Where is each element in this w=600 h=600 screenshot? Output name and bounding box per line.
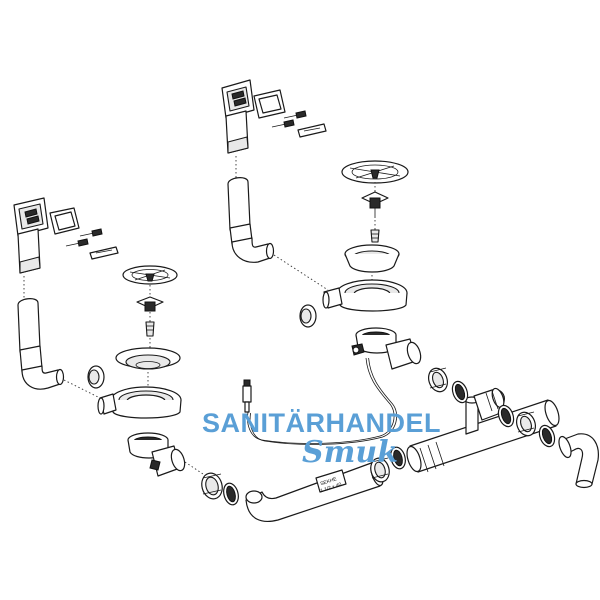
watermark-line2: Smuk <box>302 435 398 470</box>
left-nut-and-washer <box>201 472 239 506</box>
end-elbow <box>558 433 599 489</box>
right-overflow-assembly <box>221 79 329 291</box>
right-fittings <box>427 367 556 448</box>
pipe-label-line1: SEKHE <box>320 476 339 487</box>
left-sink-outlet <box>87 365 204 477</box>
tee-junction <box>464 387 505 435</box>
main-elbow-pipe: SEKHE 1 1/2 x 40 <box>245 461 384 522</box>
watermark-line1: SANITÄRHANDEL <box>202 408 441 438</box>
left-overflow-assembly <box>13 197 119 399</box>
right-basket-strainer <box>341 160 409 282</box>
center-nut-and-washer <box>370 446 406 483</box>
left-basket-strainer <box>115 265 181 386</box>
right-sink-outlet <box>299 279 422 370</box>
watermark: SANITÄRHANDEL Smuk <box>202 408 441 470</box>
pop-up-cable <box>242 357 398 445</box>
